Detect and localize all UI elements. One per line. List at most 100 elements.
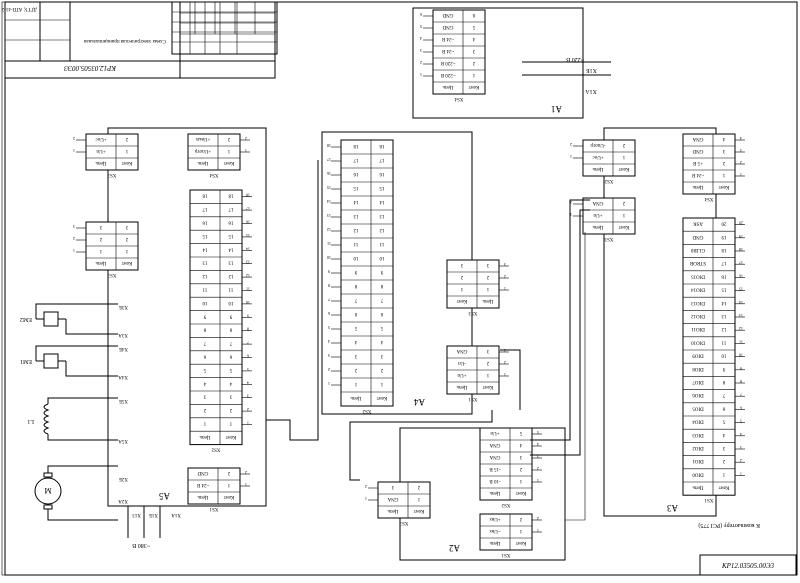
connector-pin-number: 12 <box>228 273 234 278</box>
connector-signal-name: 11 <box>202 287 207 292</box>
pin-stub-number: 2 <box>73 136 75 141</box>
connector-signal-name: DIO5 <box>692 405 704 410</box>
connector-pin-number: 3 <box>486 348 489 353</box>
connector-pin-number: 17 <box>379 157 385 162</box>
connector-signal-name: +Uп <box>593 212 602 217</box>
pin-stub-number: 7 <box>328 297 330 302</box>
connector-signal-name: GLIB0 <box>690 247 705 252</box>
em2-coil <box>43 311 59 327</box>
connector-signal-name: DIO11 <box>691 326 705 331</box>
connector-header-cell: Конт <box>121 260 132 265</box>
label-x2a: X2А <box>118 498 128 503</box>
connector-signal-name: DIO2 <box>692 445 704 450</box>
connector-pin-number: 11 <box>379 241 384 246</box>
pin-stub-number: 2 <box>740 160 742 165</box>
connector-pin-number: 6 <box>380 311 383 316</box>
pin-stub-number: 4 <box>247 380 249 385</box>
connector-signal-name: DIO4 <box>692 419 704 424</box>
connector-pin-number: 7 <box>229 340 232 345</box>
connector-pin-number: 1 <box>722 172 725 177</box>
pin-stub-number: 2 <box>365 484 367 489</box>
connector-signal-name: ~24 В <box>691 172 704 177</box>
pin-stub-number: 2 <box>328 367 330 372</box>
pin-stub-number: 4 <box>537 442 539 447</box>
pin-stub-number: 16 <box>246 220 250 225</box>
connector-pin-number: 3 <box>486 262 489 267</box>
connector-signal-name: 2 <box>99 236 102 241</box>
connector-signal-name: ~24 В <box>441 48 454 53</box>
connector-header-cell: Конт <box>618 166 629 171</box>
connector-pin-number: 3 <box>722 445 725 450</box>
label-x3a: X3А <box>118 332 128 337</box>
connector-signal-name: +Uвых <box>195 136 210 141</box>
wire-a2-a4 <box>349 410 493 481</box>
connector-signal-name: 10 <box>202 300 208 305</box>
block-a1 <box>412 7 584 119</box>
connector-signal-name: DIO13 <box>691 300 705 305</box>
pin-stub-number: 2 <box>570 142 572 147</box>
connector-signal-name: 15 <box>353 185 359 190</box>
connector-signal-name: ~24 В <box>196 482 209 487</box>
pin-stub-number: 4 <box>420 36 422 41</box>
connector-pin-number: 2 <box>380 367 383 372</box>
connector-signal-name: GNA <box>456 348 467 353</box>
connector-pin-number: 15 <box>379 185 385 190</box>
connector-signal-name: 3 <box>203 394 206 399</box>
pin-stub-number: 7 <box>740 392 742 397</box>
connector-pin-number: 1 <box>519 478 522 483</box>
connector-header-cell: Конт <box>376 395 387 400</box>
connector-signal-name: 18 <box>202 193 208 198</box>
wire-a4-xs1 <box>500 349 521 410</box>
connector-signal-name: 1 <box>203 421 206 426</box>
connector-pin-number: 1 <box>417 496 420 501</box>
pin-stub-number: 20 <box>739 221 743 226</box>
connector-pin-number: 2 <box>519 516 522 521</box>
label-x3b: X3Б <box>119 304 128 309</box>
connector-pin-number: 1 <box>125 248 128 253</box>
block-a2-label: А2 <box>449 543 460 553</box>
connector-signal-name: GNA <box>592 200 603 205</box>
pin-stub-number: 14 <box>739 300 743 305</box>
connector-pin-number: 5 <box>229 367 232 372</box>
pin-stub-number: 12 <box>327 227 331 232</box>
connector-pin-number: 2 <box>519 466 522 471</box>
connector-label: XS1 <box>209 506 218 511</box>
pin-stub-number: 1 <box>504 372 506 377</box>
connector-signal-name: DIO9 <box>692 353 704 358</box>
connector-pin-number: 4 <box>722 432 725 437</box>
connector-signal-name: DIO12 <box>691 313 705 318</box>
connector-header-cell: Цепь <box>387 508 399 513</box>
connector-pin-number: 1 <box>227 148 230 153</box>
pin-stub-number: 4 <box>740 432 742 437</box>
connector-header-cell: Цепь <box>442 84 454 89</box>
pin-stub-number: 3 <box>740 148 742 153</box>
connector-signal-name: +5 В <box>692 160 703 165</box>
pin-stub-number: 1 <box>504 286 506 291</box>
bottom-mains-label: ~380 В <box>132 542 150 548</box>
connector-header-cell: Конт <box>223 494 234 499</box>
connector-pin-number: 6 <box>472 12 475 17</box>
a1-mains-label: ~220 В <box>566 56 584 62</box>
connector-pin-number: 15 <box>228 233 234 238</box>
connector-pin-number: 1 <box>622 212 625 217</box>
connector-pin-number: 20 <box>721 221 727 226</box>
connector-header-cell: Цепь <box>199 434 211 439</box>
connector-signal-name: GND <box>692 234 703 239</box>
connector-pin-number: 3 <box>380 353 383 358</box>
pin-stub-number: 2 <box>740 458 742 463</box>
connector-signal-name: 5 <box>354 325 357 330</box>
connector-signal-name: 6 <box>354 311 357 316</box>
connector-header-cell: Цепь <box>197 494 209 499</box>
block-a3-label: А3 <box>667 503 678 513</box>
pin-stub-number: 6 <box>420 12 422 17</box>
pin-stub-number: 2 <box>537 466 539 471</box>
connector-pin-number: 2 <box>486 360 489 365</box>
connector-pin-number: 19 <box>721 234 727 239</box>
connector-header-cell: Конт <box>515 490 526 495</box>
pin-stub-number: 3 <box>328 353 330 358</box>
connector-signal-name: +Uп <box>490 430 499 435</box>
